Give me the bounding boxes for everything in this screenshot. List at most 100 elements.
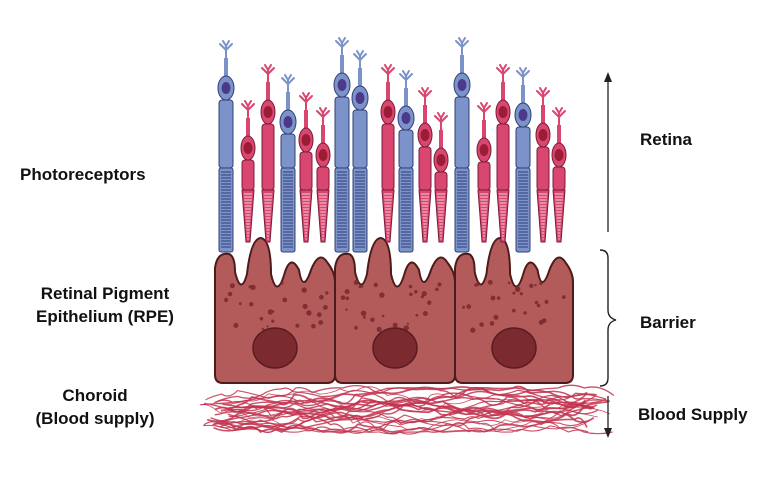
outer-segment [398,167,414,253]
inner-segment [536,146,550,191]
label-blood-supply: Blood Supply [638,405,748,424]
rod-photoreceptor-icon [217,40,235,253]
choroid-blood-vessels [200,384,615,435]
inner-segment [261,123,275,191]
axon [286,92,290,110]
pigment-granule [282,297,288,303]
label-choroid-line2: (Blood supply) [35,409,155,428]
down-arrow-icon [604,428,612,438]
cone-photoreceptor-icon [315,107,331,243]
label-rpe-line1: Retinal Pigment [40,284,170,303]
outer-segment [434,189,448,243]
synaptic-terminal [552,107,566,126]
axon [304,110,308,128]
inner-segment [280,133,296,169]
outer-segment [496,189,510,243]
axon [224,58,228,76]
pigment-granule [539,281,543,285]
pigment-granule [376,326,382,332]
pigment-granule [302,303,308,309]
scale-indicators [599,72,617,438]
cone-photoreceptor-icon [495,64,511,243]
cone-photoreceptor-icon [535,87,551,243]
pigment-granule [295,323,300,328]
pigment-granule [354,325,358,330]
outer-segment [418,189,432,243]
nucleus [457,79,467,91]
blood-vessel-icon [215,397,602,423]
nucleus [263,106,273,118]
inner-segment [454,96,470,169]
axon [501,82,505,100]
pigment-granule [325,291,329,295]
up-arrow-icon [604,72,612,82]
nucleus [401,112,411,124]
pigment-granule [248,285,252,289]
pigment-granule [487,280,493,285]
nucleus [221,82,231,94]
pigment-granule [345,296,350,301]
inner-segment [299,151,313,191]
outer-segment [261,189,275,243]
label-rpe-line2: Epithelium (RPE) [36,307,174,326]
nucleus [538,129,548,141]
label-choroid: Choroid (Blood supply) [20,384,170,430]
pigment-granule [311,323,316,329]
inner-segment [418,146,432,191]
nucleus [383,106,393,118]
axon [321,125,325,143]
pigment-granule [344,289,350,295]
synaptic-terminal [455,37,469,56]
pigment-granule [534,283,537,287]
synaptic-terminal [281,74,295,93]
pigment-granule [421,291,427,297]
pigment-granule [360,284,364,288]
rod-photoreceptor-icon [279,74,297,253]
pigment-granule [280,281,284,285]
outer-segment [552,189,566,243]
pigment-granule [392,322,398,328]
pigment-granule [512,291,516,295]
pigment-granule [319,294,324,300]
outer-segment [536,189,550,243]
pigment-granule [519,292,523,296]
pigment-granule [409,292,413,297]
pigment-granule [261,327,265,331]
outer-segment [477,189,491,243]
label-photoreceptors: Photoreceptors [20,165,146,184]
nucleus [479,144,489,156]
cone-photoreceptor-icon [433,112,449,243]
pigment-granule [381,314,385,318]
axon [358,68,362,86]
nucleus [355,92,365,104]
synaptic-terminal [261,64,275,83]
rod-photoreceptor-icon [514,67,532,253]
nucleus [318,149,328,161]
inner-segment [515,126,531,169]
synaptic-terminal [399,70,413,89]
label-choroid-line1: Choroid [62,386,128,405]
pigment-granule [422,311,428,316]
pigment-granule [345,308,348,311]
outer-segment [352,167,368,253]
rod-photoreceptor-icon [333,37,351,253]
pigment-granule [479,322,484,327]
inner-segment [241,159,255,191]
pigment-granule [507,281,511,285]
pigment-granule [496,296,501,300]
rpe-nucleus [252,327,298,369]
pigment-granule [437,282,442,287]
pigment-granule [224,298,229,303]
axon [460,55,464,73]
pigment-granule [435,287,439,292]
pigment-granule [271,319,275,323]
pigment-granule [360,310,367,317]
pigment-granule [316,312,322,318]
outer-segment [381,189,395,243]
inner-segment [398,129,414,169]
outer-segment [316,189,330,243]
inner-segment [434,171,448,191]
axon [246,118,250,136]
nucleus [554,149,564,161]
